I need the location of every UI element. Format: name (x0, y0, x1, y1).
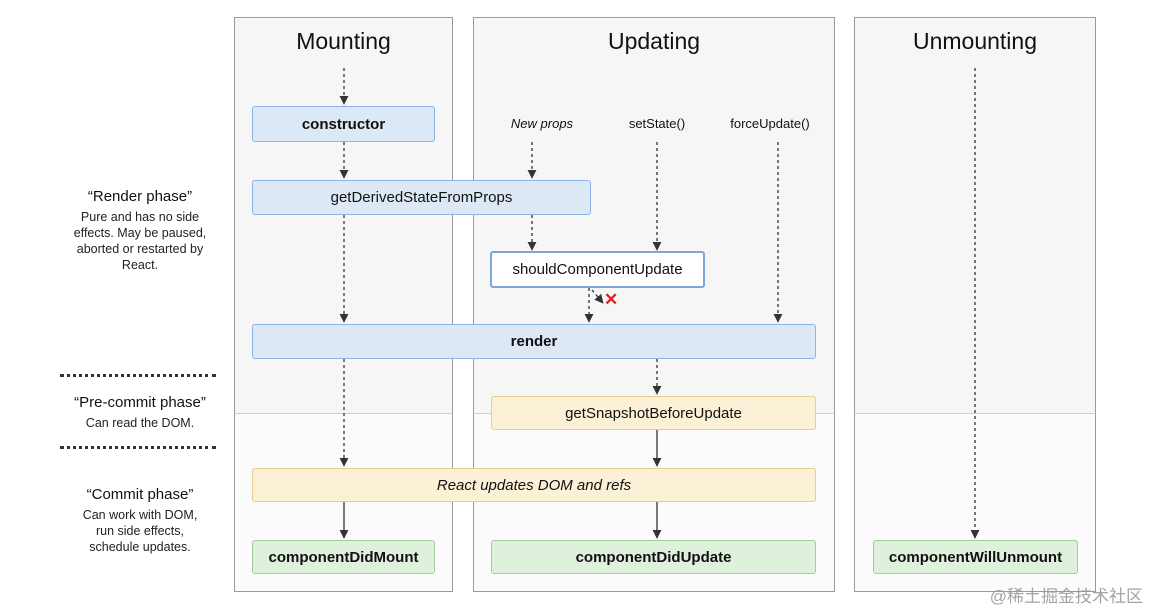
set-state-trigger: setState() (628, 116, 686, 131)
precommit-phase-desc: Can read the DOM. (85, 416, 195, 430)
render-box: render (252, 324, 816, 359)
render-phase-title: “Render phase” (87, 188, 193, 205)
updating-title: Updating (607, 28, 701, 54)
dom-update-box: React updates DOM and refs (252, 468, 816, 502)
cancel-x-icon: ✕ (604, 290, 619, 309)
get-snapshot-box: getSnapshotBeforeUpdate (491, 396, 816, 430)
render-phase-label: “Render phase” Pure and has no side effe… (60, 188, 220, 273)
precommit-phase-label: “Pre-commit phase” Can read the DOM. (60, 394, 220, 431)
force-update-trigger: forceUpdate() (730, 116, 810, 131)
phase-separator (60, 374, 216, 377)
component-will-unmount-box: componentWillUnmount (873, 540, 1078, 574)
render-phase-desc: Pure and has no side effects. May be pau… (73, 210, 207, 272)
commit-phase-desc: Can work with DOM, run side effects, sch… (82, 508, 198, 554)
unmounting-title: Unmounting (912, 28, 1038, 54)
constructor-box: constructor (252, 106, 435, 142)
get-derived-state-box: getDerivedStateFromProps (252, 180, 591, 215)
should-component-update-box: shouldComponentUpdate (490, 251, 705, 288)
watermark: @稀土掘金技术社区 (989, 587, 1143, 606)
component-did-update-box: componentDidUpdate (491, 540, 816, 574)
commit-phase-label: “Commit phase” Can work with DOM, run si… (60, 486, 220, 555)
precommit-phase-title: “Pre-commit phase” (74, 394, 206, 411)
component-did-mount-box: componentDidMount (252, 540, 435, 574)
new-props-trigger: New props (510, 116, 574, 131)
phase-separator (60, 446, 216, 449)
commit-phase-title: “Commit phase” (86, 486, 194, 503)
mounting-title: Mounting (296, 28, 391, 54)
